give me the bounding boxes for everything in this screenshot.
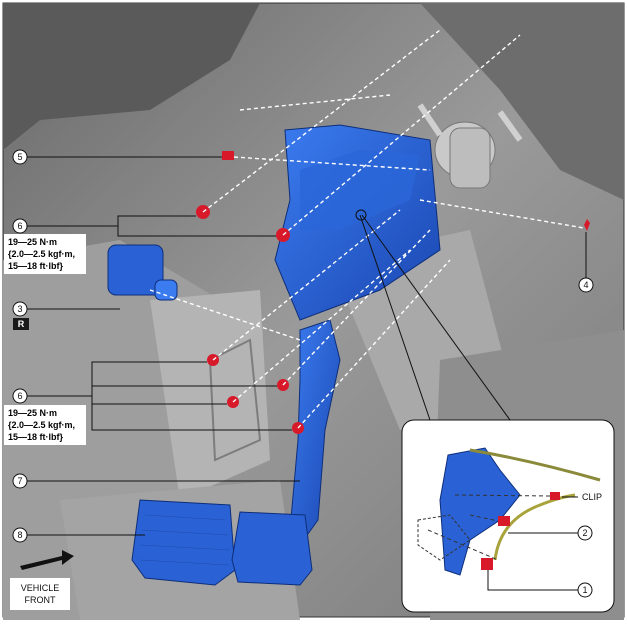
callout-5: 5	[12, 149, 28, 165]
callout-6-lower: 6	[12, 388, 28, 404]
callout-8: 8	[12, 527, 28, 543]
pedal-bracket	[274, 124, 441, 321]
vehicle-front-line2: FRONT	[25, 595, 56, 605]
clip-4	[584, 219, 590, 231]
brake-booster-rod	[417, 103, 523, 189]
vehicle-front-line1: VEHICLE	[21, 583, 60, 593]
callout-4-number: 4	[583, 280, 588, 290]
replace-badge: R	[13, 318, 29, 330]
callout-4: 4	[578, 277, 594, 293]
clip-label: CLIP	[582, 492, 602, 502]
pedal-arm	[289, 319, 341, 546]
torque-upper-line2: {2.0—2.5 kgf·m,	[8, 249, 75, 259]
inset-clip	[550, 492, 560, 500]
front-arrow-icon	[20, 550, 74, 570]
torque-upper-line1: 19—25 N·m	[8, 237, 57, 247]
detail-leader	[355, 209, 511, 421]
callout-8-number: 8	[17, 530, 22, 540]
torque-spec-upper: 19—25 N·m {2.0—2.5 kgf·m, 15—18 ft·lbf}	[4, 234, 86, 274]
torque-lower-line2: {2.0—2.5 kgf·m,	[8, 420, 75, 430]
callout-6-upper-number: 6	[17, 221, 22, 231]
inset-part-1	[481, 558, 493, 570]
callout-5-number: 5	[17, 152, 22, 162]
callout-2-number: 2	[582, 528, 587, 538]
callout-3-number: 3	[17, 304, 22, 314]
stop-light-switch	[107, 244, 178, 301]
pedal-pads	[131, 499, 313, 586]
callout-leaders	[26, 156, 587, 591]
bolt-5	[222, 151, 234, 160]
assembly-lines	[149, 29, 585, 429]
callout-7: 7	[12, 473, 28, 489]
torque-lower-line3: 15—18 ft·lbf}	[8, 432, 64, 442]
torque-lower-line1: 19—25 N·m	[8, 408, 57, 418]
callout-6-upper: 6	[12, 218, 28, 234]
callout-1: 1	[577, 582, 593, 598]
callout-3: 3	[12, 301, 28, 317]
torque-upper-line3: 15—18 ft·lbf}	[8, 261, 64, 271]
r-badge-text: R	[18, 319, 25, 329]
callout-6-lower-number: 6	[17, 391, 22, 401]
callout-1-number: 1	[582, 585, 587, 595]
vehicle-front-indicator: VEHICLE FRONT	[10, 550, 74, 610]
callout-7-number: 7	[17, 476, 22, 486]
callout-2: 2	[577, 525, 593, 541]
detail-inset	[401, 419, 615, 613]
torque-spec-lower: 19—25 N·m {2.0—2.5 kgf·m, 15—18 ft·lbf}	[4, 405, 86, 445]
inset-part-2	[498, 516, 510, 526]
